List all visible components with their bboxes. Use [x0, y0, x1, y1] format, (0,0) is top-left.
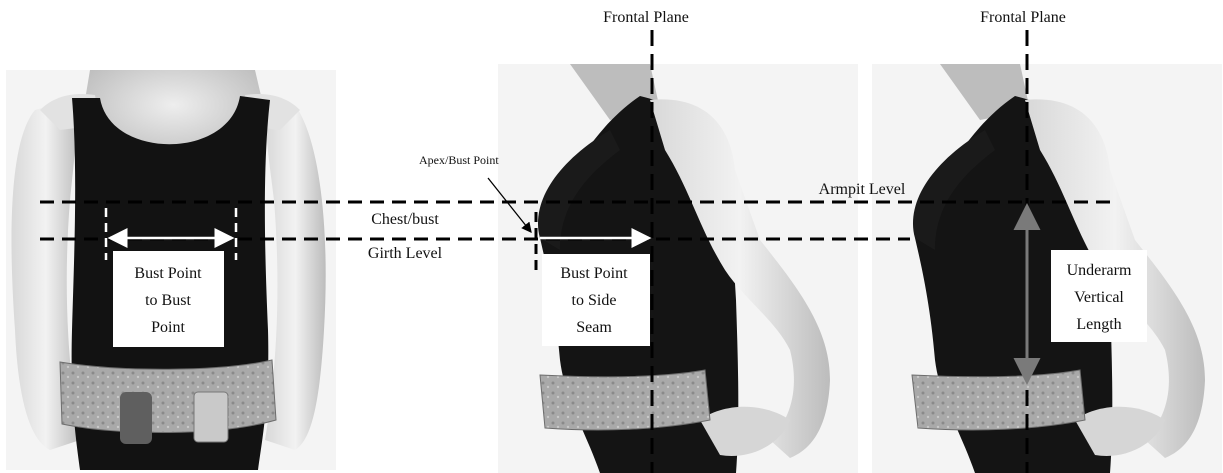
box-side-line1: Bust Point	[560, 265, 628, 282]
box-underarm-line3: Length	[1076, 316, 1121, 333]
bust-point-to-side-seam-box: Bust Point to Side Seam	[542, 254, 650, 346]
girth-level-label: Girth Level	[368, 245, 443, 262]
frontal-plane-label-middle: Frontal Plane	[603, 9, 689, 26]
box-side-line2: to Side	[572, 292, 617, 309]
box-front-line3: Point	[151, 319, 185, 336]
frontal-plane-label-right: Frontal Plane	[980, 9, 1066, 26]
chest-bust-label: Chest/bust	[371, 211, 439, 228]
box-side-line3: Seam	[576, 319, 612, 336]
underarm-vertical-length-box: Underarm Vertical Length	[1051, 250, 1147, 342]
box-underarm-line1: Underarm	[1067, 262, 1132, 279]
apex-bust-point-label: Apex/Bust Point	[419, 153, 499, 167]
box-front-line1: Bust Point	[134, 265, 202, 282]
armpit-level-label: Armpit Level	[819, 181, 906, 198]
box-underarm-line2: Vertical	[1074, 289, 1124, 306]
box-front-line2: to Bust	[145, 292, 191, 309]
bust-point-to-bust-point-box: Bust Point to Bust Point	[113, 251, 224, 347]
side-view-photo-right	[872, 64, 1222, 473]
